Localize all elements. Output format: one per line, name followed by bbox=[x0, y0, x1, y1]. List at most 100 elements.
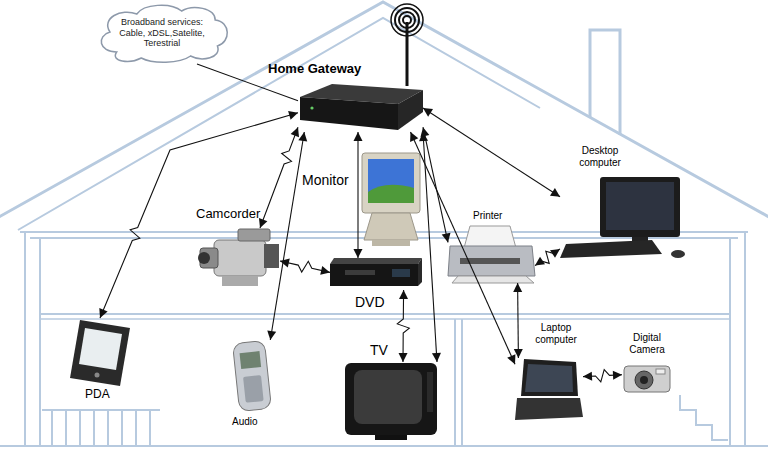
pda-body bbox=[70, 320, 130, 386]
gateway-node: Home Gateway bbox=[298, 84, 423, 132]
device-node: Monitor bbox=[360, 152, 422, 247]
connector-line bbox=[517, 283, 519, 358]
connector-line bbox=[423, 132, 437, 362]
arrowhead bbox=[298, 132, 307, 142]
laptop-lid bbox=[521, 359, 578, 396]
mouse bbox=[671, 250, 685, 258]
phone-keypad bbox=[243, 375, 264, 403]
arrowhead bbox=[280, 259, 290, 268]
device-label: Printer bbox=[473, 210, 502, 222]
device-node: Desktop computer bbox=[560, 175, 690, 262]
phone-body bbox=[233, 341, 272, 412]
connector-line bbox=[583, 370, 622, 382]
laptop-screen bbox=[525, 364, 573, 392]
monitor-hill bbox=[368, 185, 414, 203]
dvd-icon bbox=[330, 258, 422, 286]
camcorder-screen bbox=[264, 244, 279, 268]
floor-line bbox=[40, 313, 730, 315]
connector-line bbox=[270, 132, 304, 340]
keyboard bbox=[560, 240, 662, 258]
device-label: Audio bbox=[232, 416, 258, 428]
camcorder-icon bbox=[198, 229, 279, 286]
tv-icon bbox=[345, 363, 437, 440]
device-node: Camcorder bbox=[200, 228, 280, 288]
connector bbox=[280, 259, 330, 275]
tv-panel bbox=[427, 372, 433, 412]
tv-body bbox=[345, 363, 437, 435]
printer-icon bbox=[448, 226, 535, 283]
connector-line bbox=[423, 127, 448, 242]
laptop-base bbox=[515, 398, 583, 420]
cloud-text: Broadband services: Cable, xDSL,Satelite… bbox=[112, 17, 212, 48]
arrowhead bbox=[399, 353, 408, 362]
device-label: TV bbox=[370, 342, 388, 358]
device-node: DVD bbox=[330, 258, 422, 290]
printer-body bbox=[448, 246, 535, 276]
desktop-icon bbox=[560, 177, 685, 258]
floor-line-inner bbox=[40, 318, 730, 320]
connector bbox=[410, 132, 515, 364]
device-node: PDA bbox=[70, 318, 130, 386]
connector bbox=[267, 132, 307, 340]
dvd-tray bbox=[345, 270, 375, 275]
camcorder-glass bbox=[198, 252, 210, 264]
arrowhead bbox=[583, 372, 592, 381]
dvd-top bbox=[330, 258, 422, 264]
antenna-ring bbox=[391, 4, 423, 36]
porch-railing bbox=[42, 410, 160, 446]
arrowhead bbox=[550, 249, 560, 258]
arrowhead bbox=[423, 108, 433, 117]
printer-tray bbox=[452, 276, 534, 283]
tv-screen bbox=[354, 370, 422, 424]
pda-button bbox=[95, 373, 100, 378]
antenna-ring bbox=[403, 16, 411, 24]
connector-line bbox=[260, 127, 298, 228]
connector bbox=[583, 370, 622, 382]
pda-icon bbox=[70, 320, 130, 386]
dvd-front bbox=[330, 264, 418, 286]
laptop-icon bbox=[515, 359, 583, 420]
audio-phone-icon bbox=[233, 341, 272, 412]
device-label: Camcorder bbox=[196, 207, 260, 222]
arrowhead bbox=[291, 127, 299, 137]
device-label: DVD bbox=[355, 294, 385, 310]
connector-line bbox=[100, 113, 298, 318]
arrowhead bbox=[514, 349, 523, 358]
connector bbox=[397, 290, 409, 362]
monitor-base bbox=[372, 240, 410, 246]
gateway-side bbox=[398, 90, 423, 130]
arrowhead bbox=[399, 290, 408, 299]
device-node: Printer bbox=[448, 225, 535, 283]
connector bbox=[259, 127, 299, 228]
camera-body bbox=[624, 366, 670, 392]
antenna-ring bbox=[399, 12, 415, 28]
connector bbox=[513, 283, 523, 358]
connector-line bbox=[411, 132, 516, 364]
device-label: PDA bbox=[85, 388, 110, 402]
device-node: TV bbox=[345, 362, 437, 442]
arrowhead bbox=[353, 249, 362, 258]
device-node: Laptop computer bbox=[515, 358, 583, 420]
pda-screen bbox=[79, 328, 122, 370]
arrowhead bbox=[550, 188, 560, 197]
device-node: Digital Camera bbox=[622, 362, 672, 394]
camera-icon bbox=[624, 366, 670, 392]
arrowhead bbox=[507, 354, 515, 364]
dvd-display bbox=[392, 269, 410, 277]
arrowhead bbox=[320, 266, 330, 275]
monitor-frame bbox=[362, 153, 420, 213]
camera-flash bbox=[656, 369, 665, 374]
ground-line bbox=[0, 445, 768, 447]
arrowhead bbox=[99, 308, 107, 318]
connector bbox=[421, 127, 451, 242]
stairs bbox=[680, 395, 728, 440]
connector bbox=[535, 249, 560, 266]
arrowhead bbox=[410, 132, 418, 142]
connector-line bbox=[535, 249, 560, 266]
wall-lines bbox=[25, 232, 745, 446]
arrowhead bbox=[267, 330, 276, 340]
cloud-shape: Broadband services: Cable, xDSL,Satelite… bbox=[92, 2, 232, 64]
monitor-screen bbox=[368, 159, 414, 203]
camcorder-grip bbox=[222, 276, 258, 286]
